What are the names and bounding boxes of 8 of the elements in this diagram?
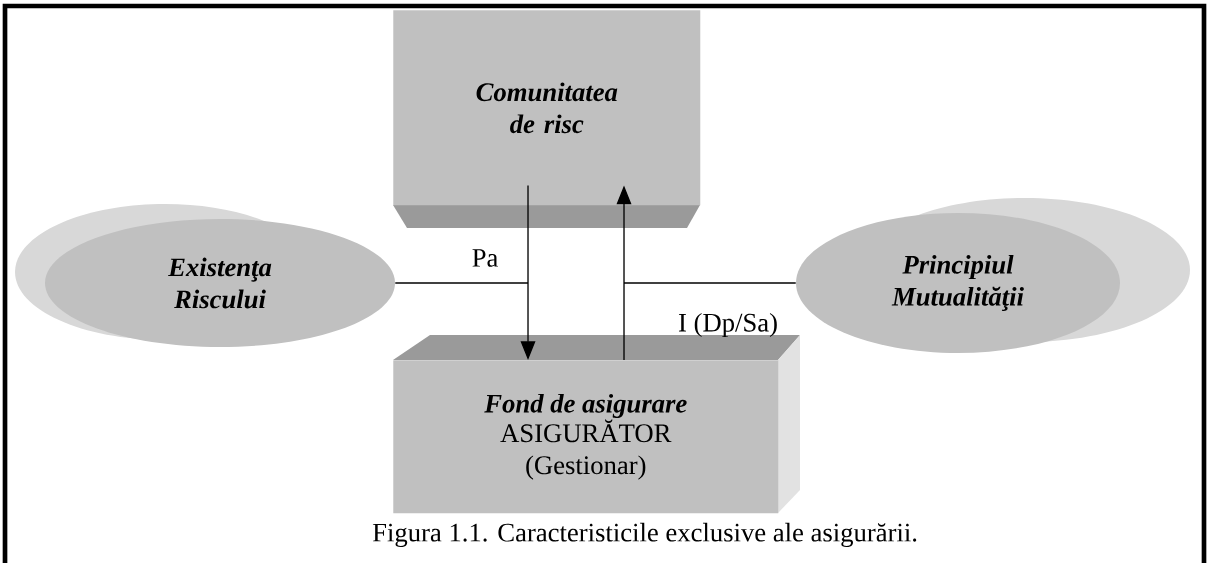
connector-line <box>394 282 529 284</box>
ellipse-drawing: Existenţa Riscului <box>15 204 395 347</box>
edge-label: I (Dp/Sa) <box>679 312 777 338</box>
edge-label: Pa <box>472 249 498 267</box>
connector-line <box>623 282 797 284</box>
figure-caption: Figura 1.1. Caracteristicile exclusive ale asigurării. <box>372 522 917 548</box>
box-drawing: Comunitatea de risc <box>393 10 701 228</box>
ellipse-drawing: Principiul Mutualităţii <box>796 198 1190 353</box>
